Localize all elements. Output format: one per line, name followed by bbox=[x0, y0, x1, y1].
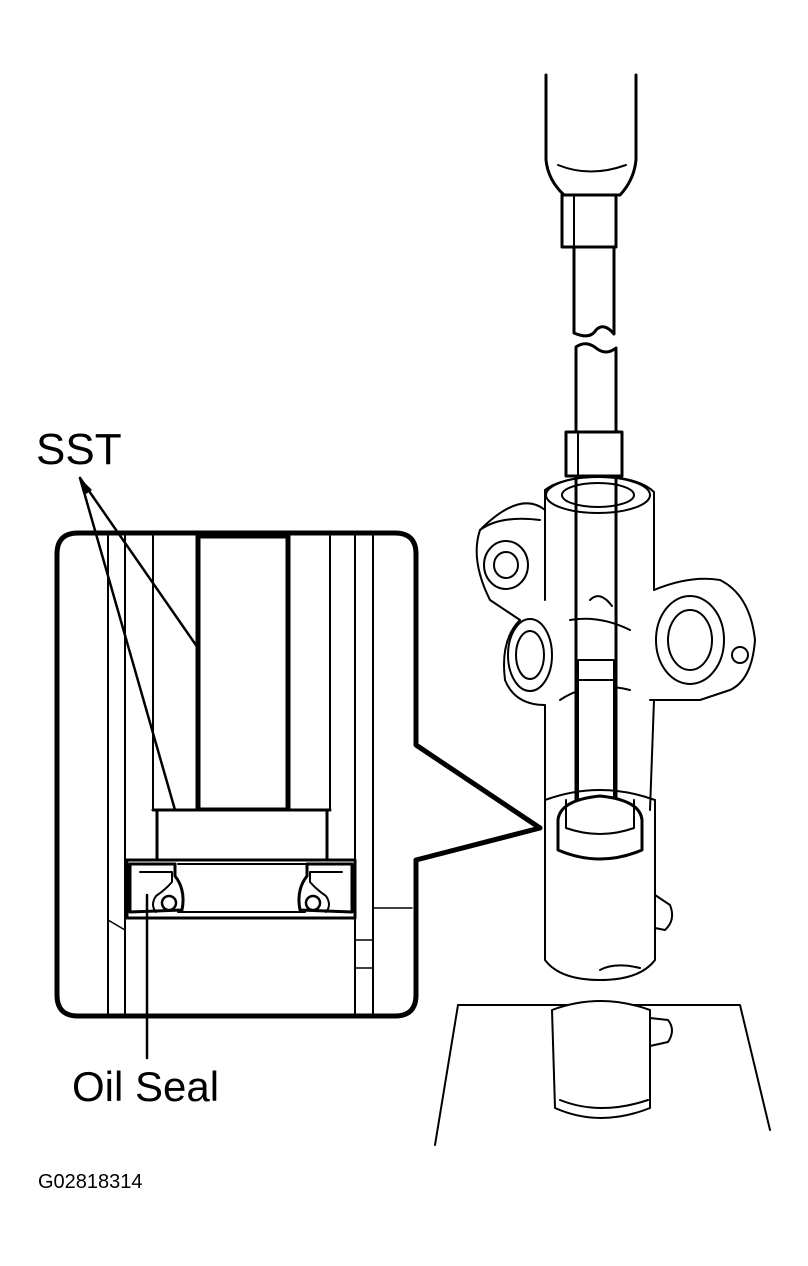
gear-housing bbox=[475, 475, 756, 811]
oil-seal-label: Oil Seal bbox=[72, 1063, 220, 1110]
press-base bbox=[434, 1000, 771, 1146]
figure-code: G02818314 bbox=[38, 1171, 143, 1193]
sst-upper-collar bbox=[560, 193, 618, 249]
sst-label: SST bbox=[36, 425, 122, 474]
housing-cylinder bbox=[544, 789, 674, 981]
press-ram bbox=[544, 73, 638, 197]
detail-callout bbox=[54, 530, 543, 1019]
sst-leader-lines bbox=[78, 476, 200, 812]
